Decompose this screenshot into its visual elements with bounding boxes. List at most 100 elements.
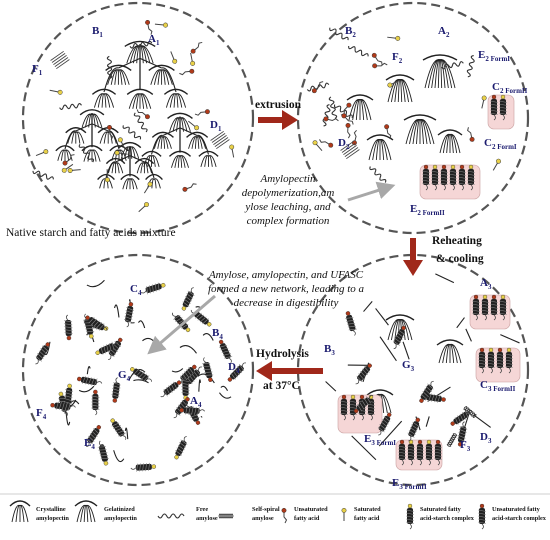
unsaturated-fatty-acid [372, 62, 388, 69]
helix-turn [111, 422, 120, 427]
helix-turn [489, 306, 499, 309]
digested-complex [50, 401, 76, 411]
complex-tail [410, 459, 413, 466]
helix-turn [146, 286, 148, 295]
crystallite-layer [341, 142, 356, 153]
unsaturated-fatty-acid [384, 124, 392, 140]
helix-turn [366, 403, 376, 406]
helix-turn [458, 429, 467, 433]
digested-complex [111, 377, 121, 403]
complex-helix-core [229, 365, 244, 380]
fatty-acid-tail [467, 127, 473, 138]
unsaturated-fatty-acid [182, 183, 197, 192]
aggregate-complex [504, 347, 514, 374]
complex-head [58, 391, 64, 397]
gelatinized-amylopectin [437, 129, 463, 154]
crystalline-amylopectin-right-right-fan [186, 131, 209, 149]
helix-turn [202, 318, 209, 325]
aggregate-complex [415, 439, 425, 466]
crystalline-amylopectin-right-low-mid-fan-arc [168, 150, 192, 157]
helix-turn [183, 298, 191, 305]
legend-fan [9, 500, 31, 523]
crystalline-amylopectin-bottom-right-fan-strands [136, 162, 153, 174]
unsaturated-fatty-acid [107, 124, 114, 141]
crystalline-amylopectin-right-low-left-fan [141, 150, 162, 167]
helix-turn [477, 353, 487, 356]
fatty-acid-head [145, 114, 150, 120]
free-amylose-strand [441, 61, 464, 70]
label-b4-subscript: 4 [219, 333, 223, 341]
helix-turn [379, 424, 387, 430]
legend-label: fatty acid [294, 515, 320, 522]
complex-head [432, 164, 438, 170]
label-c3-form2-subscript: 3 FormII [488, 385, 516, 393]
crystalline-amylopectin-right-low-mid-fan-strands [171, 155, 189, 168]
helix-turn [112, 382, 121, 386]
complex-head [110, 418, 115, 423]
helix-turn [189, 375, 195, 382]
helix-turn [363, 366, 370, 373]
complex-tail [493, 114, 496, 121]
complex-helix-core [99, 445, 108, 462]
complex-head [95, 350, 100, 355]
helix-turn [477, 515, 487, 518]
helix-turn [112, 388, 121, 392]
helix-turn [91, 407, 100, 410]
helix-turn [498, 100, 508, 103]
helix-turn [366, 409, 376, 412]
helix-turn [415, 448, 425, 451]
helix-turn [439, 179, 449, 182]
helix-turn [181, 379, 190, 382]
complex-tail [65, 314, 69, 321]
fatty-acid-head [190, 48, 196, 54]
gelatinized-amylopectin-strands [439, 133, 461, 154]
helix-turn [201, 362, 211, 365]
label-a4: A4 [190, 395, 202, 409]
label-b1: B1 [92, 25, 103, 39]
network-strand [402, 341, 410, 360]
helix-turn [98, 323, 105, 330]
crystalline-amylopectin-left-low-left-fan [55, 145, 75, 161]
helix-turn [348, 400, 358, 403]
aggregate-complex [498, 294, 508, 321]
reheated-complex [377, 412, 392, 436]
complex-tail [493, 314, 496, 321]
free-amylose-strand [466, 55, 475, 78]
crystalline-amylopectin-bottom-low-right-fan-strands [147, 178, 161, 189]
network-strand [363, 301, 373, 312]
helix-turn [88, 435, 95, 442]
fatty-acid-tail [315, 81, 324, 91]
helix-turn [366, 396, 371, 404]
fatty-acid-head [384, 124, 390, 130]
crystalline-amylopectin-left-top-fan-arc [79, 109, 105, 116]
helix-turn [359, 402, 365, 410]
helix-turn [457, 170, 467, 173]
helix-turn [458, 431, 467, 436]
digested-complex [130, 462, 157, 472]
helix-turn [421, 176, 431, 179]
complex-tail [355, 379, 360, 385]
complex-head [103, 461, 109, 466]
complex-tail [108, 355, 112, 360]
complex-head [50, 403, 55, 408]
helix-turn [471, 309, 481, 312]
complex-helix-core [112, 382, 120, 399]
label-e4-subscript: 4 [91, 443, 95, 451]
complex-tail [183, 374, 186, 380]
label-a4-subscript: 4 [198, 401, 202, 409]
helix-turn [100, 346, 104, 355]
free-amylose-strand [369, 166, 387, 183]
complex-head [491, 294, 497, 300]
crystalline-amylopectin-bottom [97, 141, 163, 190]
free-amylose-strand [78, 143, 95, 163]
helix-turn [430, 179, 440, 182]
helix-turn [157, 282, 160, 291]
helix-turn [38, 350, 46, 357]
helix-turn [466, 170, 476, 173]
unsaturated-fatty-acid [341, 113, 354, 125]
complex-helix-core [81, 376, 98, 386]
saturated-fatty-acid-icon [341, 507, 347, 521]
helix-turn [357, 404, 363, 412]
digested-complex [91, 389, 100, 416]
